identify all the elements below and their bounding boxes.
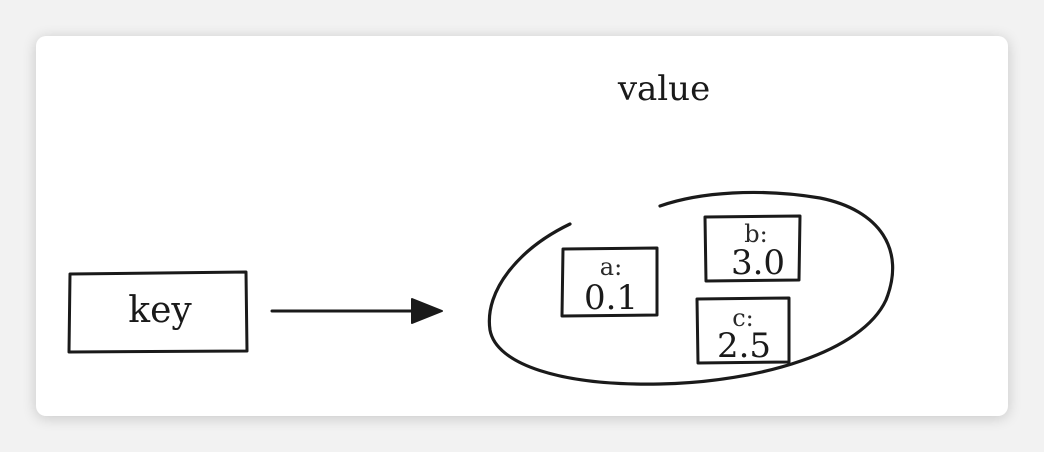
field-box-a: a: 0.1 (560, 246, 659, 318)
field-a-name: a: (600, 253, 622, 281)
field-box-b: b: 3.0 (703, 214, 802, 283)
field-b-name: b: (744, 220, 767, 248)
field-box-b-outline (703, 214, 802, 283)
arrow (270, 298, 443, 324)
field-b-value: 3.0 (731, 243, 785, 283)
arrow-head-icon (411, 298, 443, 324)
field-box-c-outline (695, 296, 791, 365)
field-box-c: c: 2.5 (695, 296, 791, 366)
key-label: key (128, 290, 192, 331)
key-box-outline (67, 270, 249, 354)
value-label: value (617, 69, 710, 109)
value-enclosure-loop (487, 190, 895, 386)
field-c-value: 2.5 (717, 326, 771, 366)
field-a-value: 0.1 (584, 278, 638, 318)
field-c-name: c: (732, 304, 754, 332)
key-box: key (67, 270, 249, 354)
field-box-a-outline (560, 246, 659, 318)
